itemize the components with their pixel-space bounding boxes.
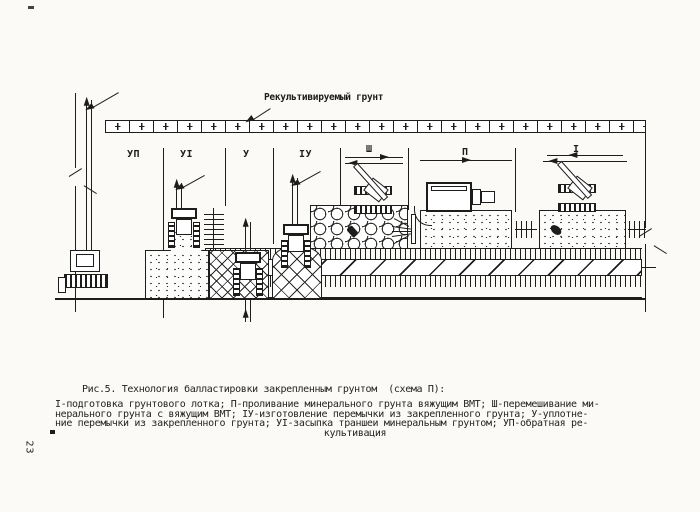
soil-plug-spray <box>391 212 418 246</box>
break-line <box>75 93 77 168</box>
arrowhead-icon <box>462 156 471 163</box>
arrowhead-icon <box>568 151 578 158</box>
compacted-strip-ticks <box>204 210 224 248</box>
compactor-track <box>304 240 311 268</box>
spray-ray <box>392 231 411 233</box>
break-zigzag <box>68 168 83 178</box>
marker-ticks <box>629 221 645 238</box>
ballast-comb-band-bottom <box>205 276 642 298</box>
break-zigzag <box>653 245 668 255</box>
break-line <box>645 120 647 228</box>
compactor-track <box>281 240 288 268</box>
mineral-soil-block <box>145 250 209 298</box>
compactor-body <box>240 263 256 280</box>
plug-bar <box>411 214 416 244</box>
figure-caption-line: нерального грунта с вяжущим ВМТ; ІУ-изго… <box>55 408 589 420</box>
stabilized-marker-patch <box>628 214 646 246</box>
lane-divider <box>163 148 164 318</box>
direction-arrow-line <box>345 157 403 158</box>
tank-hatch <box>431 186 467 191</box>
lane-divider <box>515 148 516 212</box>
break-line <box>645 244 647 312</box>
figure-caption-title: Рис.5. Технология балластировки закрепле… <box>82 384 445 395</box>
mixer-head <box>346 225 359 238</box>
compactor-track <box>256 268 263 296</box>
compacted-strip <box>200 208 228 250</box>
break-line <box>75 186 77 312</box>
excavator-bucket <box>548 223 564 237</box>
compactor-cab <box>235 252 261 263</box>
recultivated-soil-strip <box>105 120 646 133</box>
compactor-machine-icon <box>168 208 200 252</box>
tank-coupler <box>472 189 481 205</box>
arrowhead-icon <box>380 153 389 160</box>
stage-label-4: ІУ <box>299 149 313 160</box>
stage-label-6: УІ <box>180 149 194 160</box>
excavator-machine-icon <box>548 160 604 237</box>
page-number: 23 <box>23 440 35 455</box>
recultivated-soil-label: Рекультивируемый грунт <box>264 92 384 103</box>
stage-label-5: У <box>243 149 250 160</box>
compactor-cab <box>283 224 309 235</box>
mast-lines <box>86 100 92 250</box>
lane-divider <box>340 148 341 207</box>
mineral-soil-block <box>420 210 512 248</box>
direction-arrow-line <box>543 161 627 162</box>
mineral-soil-block <box>539 210 626 248</box>
leader-line <box>90 92 120 110</box>
direction-arrow-line <box>345 163 403 164</box>
figure-caption-line: ние перемычки из закрепленного грунта; У… <box>55 418 589 429</box>
tank-nozzle <box>481 191 495 203</box>
compactor-track <box>168 222 175 248</box>
arrowhead-icon <box>242 308 249 318</box>
roller-track <box>64 274 108 288</box>
compactor-body <box>176 219 192 235</box>
arrowhead-icon <box>242 217 249 227</box>
pipe-centerline <box>642 267 656 268</box>
excavator-track <box>558 203 596 212</box>
compactor-body <box>288 235 304 252</box>
mixer-track <box>354 205 392 214</box>
compactor-track <box>233 268 240 296</box>
roller-machine-icon <box>58 247 112 299</box>
compactor-cab <box>171 208 197 219</box>
stage-label-7: УП <box>127 149 141 160</box>
direction-arrow-line <box>547 155 623 156</box>
stage-label-3: Ш <box>366 144 373 155</box>
ground-bottom-line <box>55 298 645 300</box>
mast-lines <box>292 178 298 224</box>
compactor-machine-icon <box>281 224 311 270</box>
pipeline <box>205 259 642 276</box>
lane-divider <box>225 148 226 206</box>
compactor-machine-icon <box>233 252 263 298</box>
mast-lines <box>176 183 182 209</box>
mixer-machine-icon <box>346 162 400 238</box>
ballast-comb-band-top <box>205 248 642 259</box>
compactor-track <box>193 222 200 248</box>
tank-truck-icon <box>426 180 496 214</box>
margin-mark <box>50 430 55 434</box>
stage-label-2: П <box>462 147 469 158</box>
mast-lines <box>245 222 251 250</box>
scan-artifact <box>28 6 34 9</box>
lane-divider <box>273 148 274 244</box>
figure-caption-line: І-подготовка грунтового лотка; П-пролива… <box>55 399 600 410</box>
roller-cab <box>76 254 94 267</box>
arrowhead-icon <box>548 157 558 164</box>
marker-ticks <box>516 221 536 238</box>
stabilized-marker-patch <box>515 214 537 246</box>
roller-drum <box>58 277 66 293</box>
lane-divider <box>408 148 409 210</box>
stage-label-1: І <box>573 144 580 155</box>
mast-lines <box>245 298 251 322</box>
figure-caption-line: культивация <box>323 427 387 439</box>
